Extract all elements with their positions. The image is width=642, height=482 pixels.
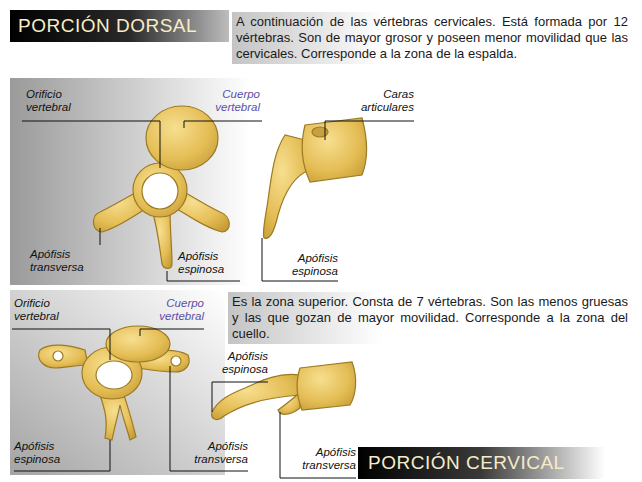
section-title: PORCIÓN DORSAL	[18, 14, 221, 38]
part-label: Cuerpo vertebral	[192, 88, 260, 114]
description-text: Es la zona superior. Consta de 7 vértebr…	[232, 294, 628, 342]
dorsal-vertebra-side	[263, 118, 366, 238]
part-label: Orificio vertebral	[26, 88, 94, 114]
description-text: A continuación de las vértebras cervical…	[236, 14, 628, 62]
part-label: Apófisis transversa	[178, 440, 248, 466]
part-label: Apófisis transversa	[30, 248, 98, 274]
description-panel: Es la zona superior. Consta de 7 vértebr…	[228, 292, 632, 344]
part-label: Apófisis espinosa	[178, 250, 246, 276]
part-label: Orificio vertebral	[14, 297, 82, 323]
part-label: Apófisis transversa	[284, 446, 356, 472]
part-label: Caras articulares	[346, 88, 414, 114]
title-band: PORCIÓN DORSAL	[10, 10, 229, 42]
part-label: Apófisis espinosa	[270, 252, 338, 278]
part-label: Apófisis espinosa	[14, 440, 82, 466]
panel	[10, 78, 250, 285]
part-label: Apófisis espinosa	[200, 350, 268, 376]
cervical-vertebra-top	[39, 326, 189, 440]
dorsal-vertebra-top	[93, 106, 229, 269]
section-title: PORCIÓN CERVICAL	[368, 451, 595, 475]
part-label: Cuerpo vertebral	[136, 297, 204, 323]
panel	[10, 290, 225, 475]
description-panel: A continuación de las vértebras cervical…	[232, 12, 632, 64]
title-band: PORCIÓN CERVICAL	[358, 447, 605, 479]
